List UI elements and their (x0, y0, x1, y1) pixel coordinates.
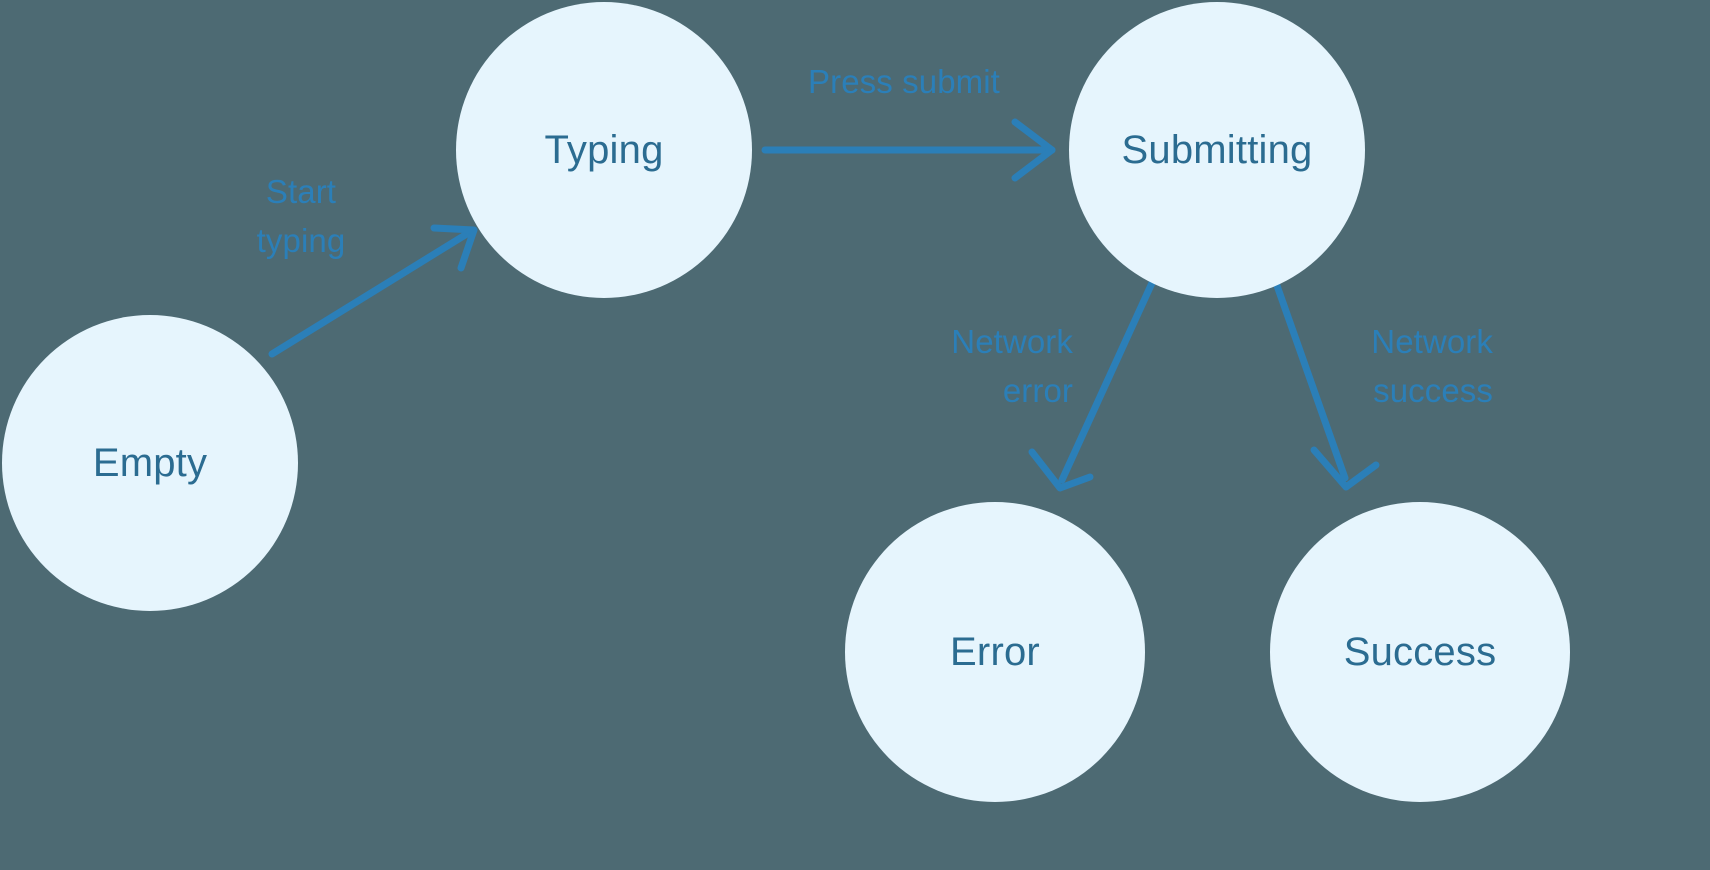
edge-label-network-error: Network error (951, 323, 1073, 409)
state-node-success[interactable]: Success (1270, 502, 1570, 802)
state-node-typing-label: Typing (544, 128, 664, 172)
edge-typing-to-submitting (761, 118, 1056, 182)
state-node-submitting-label: Submitting (1121, 128, 1313, 172)
edge-empty-to-typing (268, 224, 478, 358)
edge-submitting-to-error (1028, 279, 1156, 492)
edge-label-start-typing: Start typing (256, 173, 346, 259)
state-node-success-label: Success (1343, 630, 1497, 674)
edge-submitting-to-success (1271, 276, 1380, 491)
state-node-error-label: Error (950, 630, 1040, 674)
state-node-typing[interactable]: Typing (456, 2, 752, 298)
state-node-submitting[interactable]: Submitting (1069, 2, 1365, 298)
state-node-empty[interactable]: Empty (2, 315, 298, 611)
state-node-empty-label: Empty (92, 441, 208, 485)
edge-label-press-submit: Press submit (808, 63, 1000, 100)
edge-label-network-success: Network success (1371, 323, 1493, 409)
state-node-error[interactable]: Error (845, 502, 1145, 802)
